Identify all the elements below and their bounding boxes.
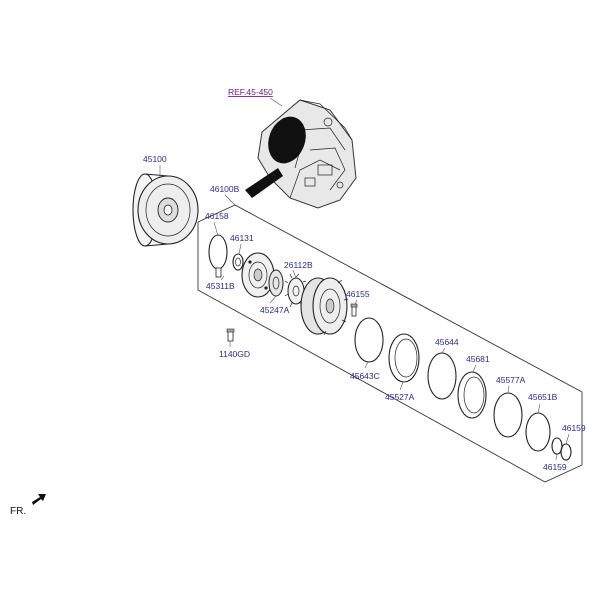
gear-26112b <box>284 273 308 308</box>
part-label-45651b: 45651B <box>528 392 558 402</box>
part-label-46158: 46158 <box>205 211 229 221</box>
part-label-46159-upper: 46159 <box>562 423 586 433</box>
part-label-46100b: 46100B <box>210 184 240 194</box>
assembly-outline <box>197 204 583 483</box>
ring-45681 <box>457 371 487 419</box>
ring-45651b <box>525 412 551 452</box>
bolt-46155 <box>350 303 358 317</box>
o-ring-46158 <box>208 234 228 270</box>
part-label-45643c: 45643C <box>350 371 380 381</box>
part-label-26112b: 26112B <box>284 260 313 270</box>
part-label-46159-lower: 46159 <box>543 462 567 472</box>
part-label-45527a: 45527A <box>385 392 415 402</box>
ring-45644 <box>427 352 457 400</box>
reference-label[interactable]: REF.45-450 <box>228 87 273 97</box>
part-label-45100: 45100 <box>143 154 167 164</box>
leader-lines <box>159 97 570 461</box>
pump-cover <box>241 252 275 298</box>
part-label-45644: 45644 <box>435 337 459 347</box>
part-label-45247a: 45247A <box>260 305 290 315</box>
torque-converter <box>132 173 199 247</box>
pump-housing <box>300 277 349 336</box>
ring-46159-lower <box>560 443 572 461</box>
pin-45311b <box>215 267 222 278</box>
ring-45643c <box>354 317 384 363</box>
direction-label: FR. <box>10 506 26 517</box>
seal-46131 <box>232 253 244 271</box>
part-label-1140gd: 1140GD <box>219 349 250 359</box>
bolt-1140gd <box>226 328 235 342</box>
part-label-45311b: 45311B <box>206 281 235 291</box>
part-label-45577a: 45577A <box>496 375 526 385</box>
ring-45577a <box>493 392 523 438</box>
part-label-46131: 46131 <box>230 233 254 243</box>
arrow-icon <box>32 494 46 505</box>
rotor-45247a <box>268 269 284 297</box>
part-label-45681: 45681 <box>466 354 490 364</box>
ring-45527a <box>388 333 420 383</box>
part-label-46155: 46155 <box>346 289 370 299</box>
transmission-housing <box>245 99 357 209</box>
